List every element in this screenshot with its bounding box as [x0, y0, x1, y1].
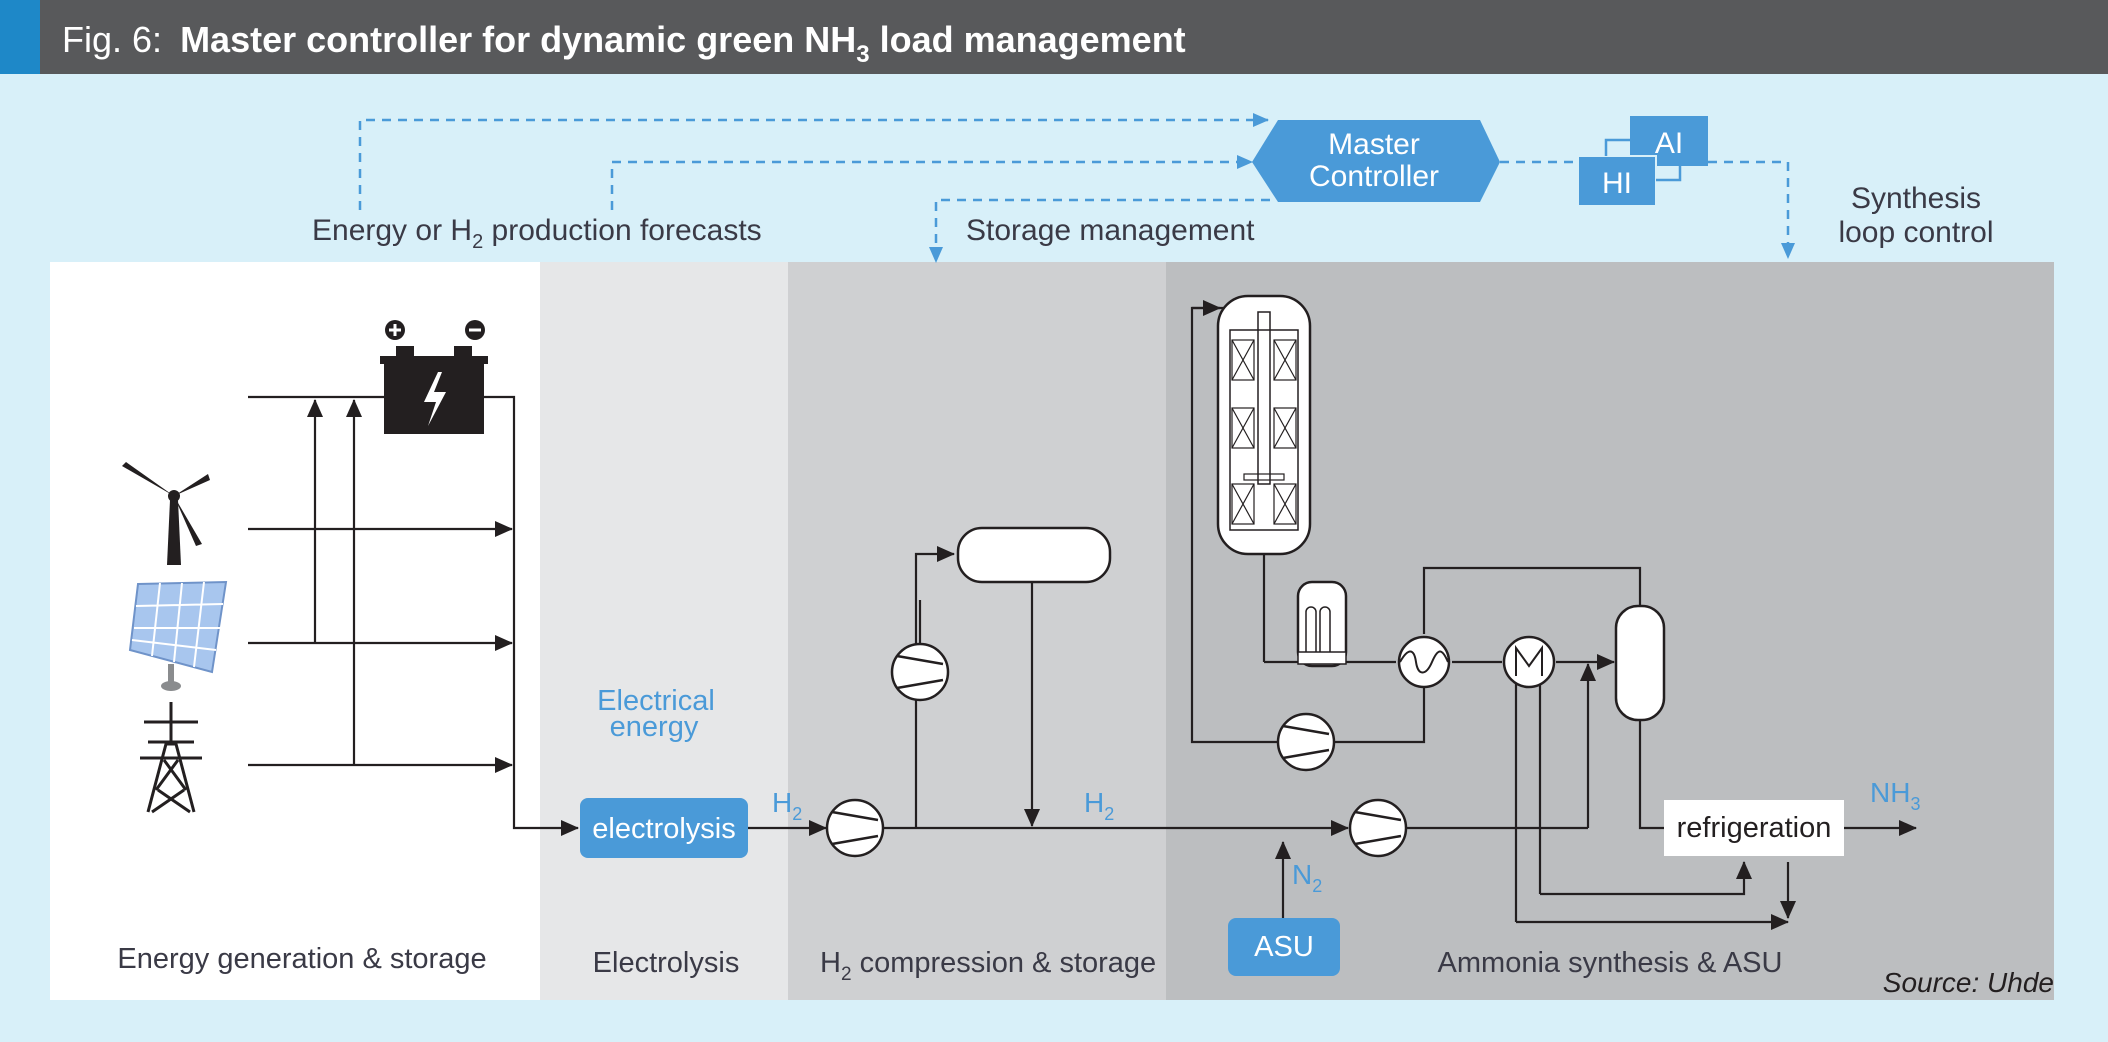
asu-unit [1228, 918, 1340, 976]
electrical-energy-label-1: Electrical [597, 685, 715, 717]
refrigeration-unit [1664, 800, 1844, 856]
zone-electrolysis-label: Electrolysis [593, 947, 740, 979]
source-credit: Source: Uhde [1883, 967, 2054, 998]
compressor-icon [890, 642, 950, 702]
zone-ammonia-label: Ammonia synthesis & ASU [1438, 947, 1783, 979]
storage-tank-icon [956, 526, 1112, 584]
heat-exchanger-icon [1397, 635, 1451, 689]
master-controller [1252, 120, 1500, 202]
electrolysis-unit-label: electrolysis [592, 813, 735, 845]
title-accent [0, 0, 40, 74]
zone-compression-label: H2 compression & storage [820, 947, 1156, 985]
energy-lines [248, 395, 579, 836]
electrolysis-unit [580, 798, 748, 858]
h2-lines [748, 546, 1349, 836]
compressor-icon [1276, 712, 1336, 772]
asu-label: ASU [1254, 931, 1314, 963]
zone-energy-label: Energy generation & storage [117, 943, 486, 975]
ai-label: AI [1655, 127, 1683, 160]
master-controller-label-2: Controller [1309, 160, 1439, 193]
h2-label-1: H2 [772, 787, 802, 824]
loop-control-label-2: loop control [1838, 216, 1993, 249]
master-controller-label-1: Master [1328, 128, 1420, 161]
h2-label-2: H2 [1084, 787, 1114, 824]
compressor-icon [825, 798, 885, 858]
wind-turbine-icon [122, 462, 210, 565]
storage-management-label: Storage management [966, 214, 1255, 247]
n2-label: N2 [1292, 859, 1322, 896]
reactor-icon [1216, 294, 1312, 556]
power-pylon-icon [140, 702, 202, 814]
figure-title: Fig. 6: Master controller for dynamic gr… [62, 19, 1186, 68]
battery-icon [380, 320, 488, 434]
solar-panel-icon [128, 580, 228, 691]
title-bar [0, 0, 2108, 74]
zone-electrolysis [540, 262, 788, 1000]
compressor-icon [1348, 798, 1408, 858]
boiler-icon [1296, 580, 1348, 668]
electrical-energy-label-2: energy [610, 711, 699, 743]
loop-control-label-1: Synthesis [1851, 182, 1981, 215]
refrigeration-label: refrigeration [1677, 812, 1832, 844]
forecast-label: Energy or H2 production forecasts [312, 214, 762, 253]
separator-icon [1614, 604, 1666, 722]
zone-compression [788, 262, 1166, 1000]
nh3-label: NH3 [1870, 777, 1920, 814]
cooler-icon [1502, 635, 1556, 689]
control-signals [358, 113, 1795, 263]
hi-label: HI [1602, 167, 1632, 200]
